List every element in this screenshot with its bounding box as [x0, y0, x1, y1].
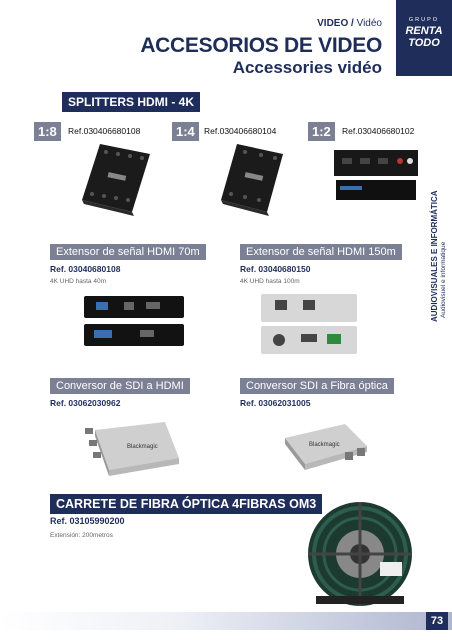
splitters-heading: SPLITTERS HDMI - 4K [62, 92, 201, 112]
product-extensor-70m-note: 4K UHD hasta 40m [50, 278, 106, 285]
sdi-fibra-converter-image: Blackmagic [285, 424, 367, 470]
side-category-label-fr: Audiovisuel e informatique [440, 241, 447, 318]
splitter-1-4-image [221, 144, 283, 216]
product-extensor-150m-name: Extensor de señal HDMI 150m [240, 244, 402, 260]
footer-bar [0, 612, 452, 630]
brand-logo: GRUPO RENTA TODO [396, 0, 452, 76]
splitter-ratio-1: 1:8 [34, 122, 61, 141]
reel-note: Extensión: 200metros [50, 532, 113, 539]
section-name: VIDEO [317, 18, 349, 29]
product-extensor-70m-ref: Ref. 03040680108 [50, 264, 121, 274]
product-sdi-fibra-name: Conversor SDI a Fibra óptica [240, 378, 394, 394]
logo-line-1: GRUPO [408, 17, 440, 23]
fiber-reel-image [308, 502, 412, 606]
extensor-70m-image [84, 296, 184, 346]
splitter-ref-1: Ref.030406680108 [68, 126, 141, 136]
product-extensor-150m-ref: Ref. 03040680150 [240, 264, 311, 274]
side-category: AUDIOVISUALES E INFORMÁTICA Audiovisuel … [422, 190, 448, 412]
logo-line-3: TODO [408, 37, 440, 49]
splitter-ref-3: Ref.030406680102 [342, 126, 415, 136]
reel-ref: Ref. 03105990200 [50, 516, 125, 526]
page-title: ACCESORIOS DE VIDEO [140, 34, 382, 57]
extensor-150m-image [261, 294, 357, 354]
page-number: 73 [426, 612, 448, 630]
section-name-fr: Vidéo [356, 18, 382, 29]
product-extensor-150m-note: 4K UHD hasta 100m [240, 278, 300, 285]
splitter-ratio-2: 1:4 [172, 122, 199, 141]
splitter-1-2-image [334, 150, 418, 200]
sdi-hdmi-converter-image: Blackmagic [85, 422, 179, 476]
side-category-label: AUDIOVISUALES E INFORMÁTICA [430, 190, 439, 322]
splitter-ref-2: Ref.030406680104 [204, 126, 277, 136]
product-sdi-hdmi-ref: Ref. 03062030962 [50, 398, 121, 408]
section-label: VIDEO / Vidéo [317, 18, 382, 29]
splitter-1-8-image [82, 144, 150, 216]
page-subtitle: Accessories vidéo [232, 58, 382, 77]
product-sdi-hdmi-name: Conversor de SDI a HDMI [50, 378, 190, 394]
svg-text:Blackmagic: Blackmagic [309, 442, 340, 448]
svg-text:Blackmagic: Blackmagic [127, 444, 158, 450]
splitter-ratio-3: 1:2 [308, 122, 335, 141]
logo-line-2: RENTA [405, 25, 443, 37]
reel-heading: CARRETE DE FIBRA ÓPTICA 4FIBRAS OM3 [50, 494, 323, 514]
product-sdi-fibra-ref: Ref. 03062031005 [240, 398, 311, 408]
product-extensor-70m-name: Extensor de señal HDMI 70m [50, 244, 206, 260]
